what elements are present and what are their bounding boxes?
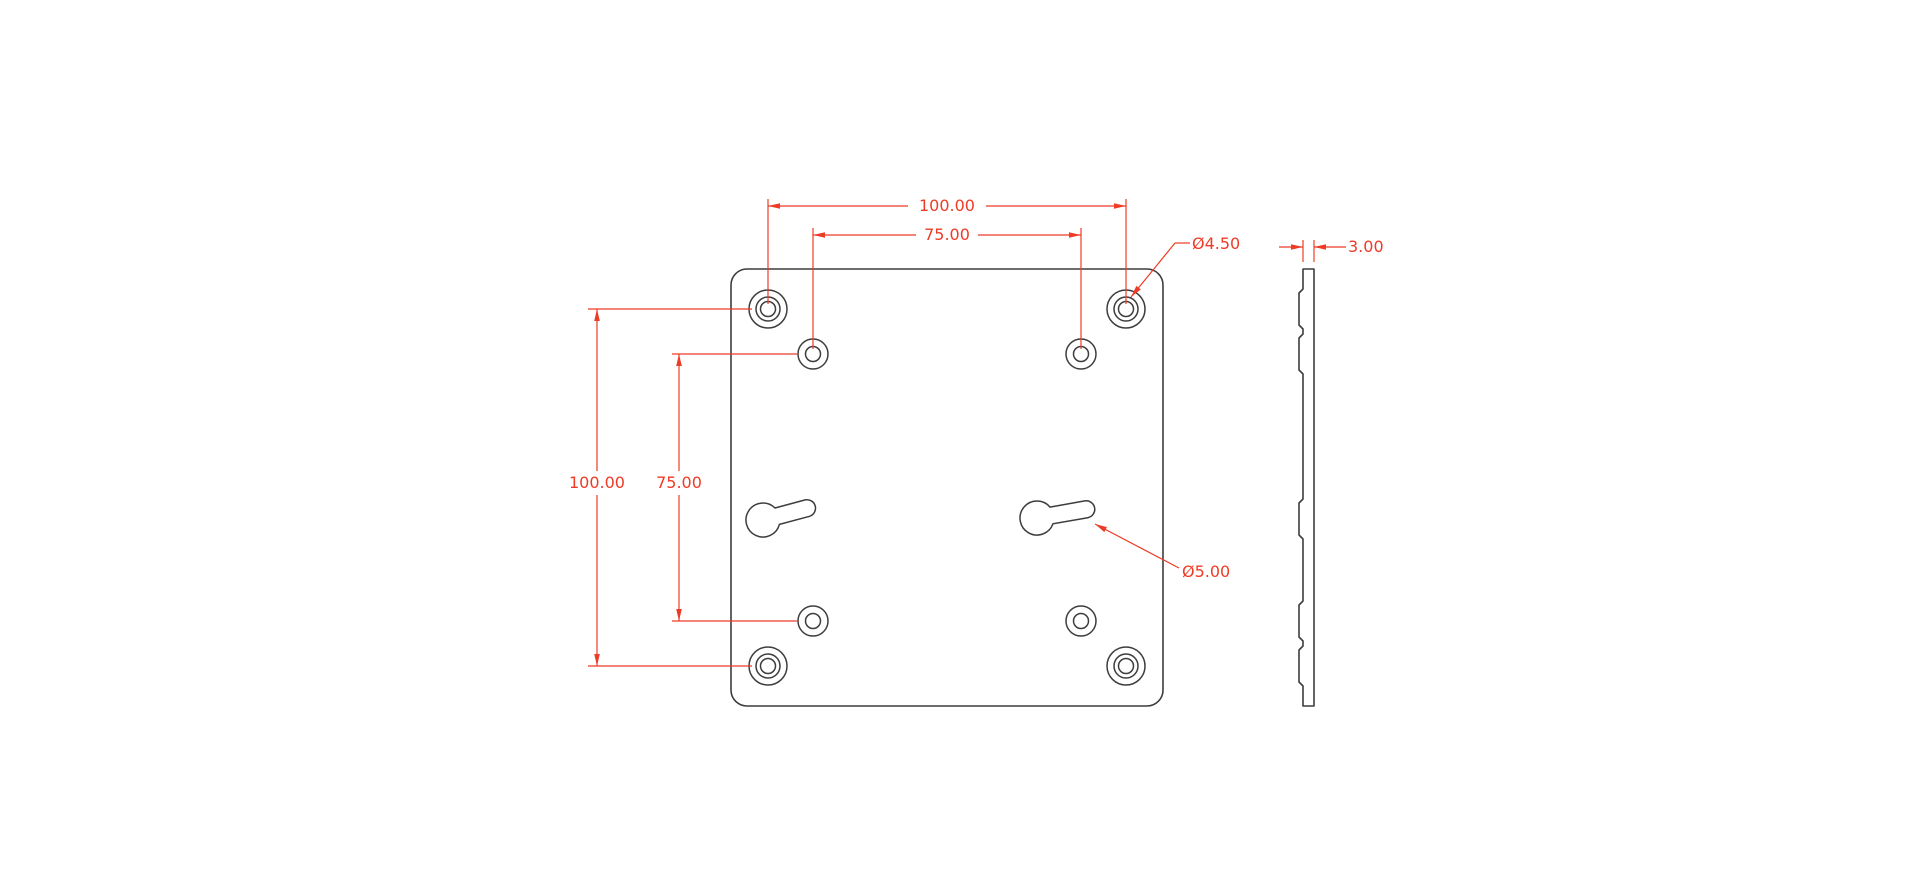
side-profile-outline [1298,268,1315,707]
dim-thickness-label: 3.00 [1348,237,1384,256]
dim-inner-width: 75.00 [813,225,1081,244]
dim-hole-diameter-label: Ø4.50 [1192,234,1240,253]
inner-hole-top-right [1065,338,1097,370]
inner-hole-bottom-left [797,605,829,637]
arrowhead [594,309,600,321]
arrowhead [1314,244,1326,250]
corner-hole-bottom-right [1106,646,1146,686]
keyhole-slot-left [745,498,817,538]
arrowhead [676,354,682,366]
plate-side-view [1298,268,1315,707]
arrowhead [676,609,682,621]
dimensions: 100.00 75.00 100.00 [569,196,1384,667]
arrowhead [1114,203,1126,209]
arrowhead [1131,285,1141,297]
dim-keyhole-diameter-label: Ø5.00 [1182,562,1230,581]
corner-hole-bottom-left [748,646,788,686]
plate-outline [730,268,1164,707]
plate-front-view [730,268,1164,707]
arrowhead [1069,232,1081,238]
corner-hole-top-left [748,289,788,329]
arrowhead [1291,244,1303,250]
keyhole-slot-right [1019,500,1096,536]
arrowhead [768,203,780,209]
inner-hole-bottom-right [1065,605,1097,637]
arrowhead [594,654,600,666]
dim-outer-width-label: 100.00 [919,196,975,215]
dim-hole-diameter: Ø4.50 [1130,234,1240,298]
dim-keyhole-diameter: Ø5.00 [1094,523,1230,581]
dim-outer-width: 100.00 [768,196,1126,215]
dim-inner-width-label: 75.00 [924,225,970,244]
dim-outer-height-label: 100.00 [569,473,625,492]
corner-hole-top-right [1106,289,1146,329]
extension-lines [588,199,1315,667]
arrowhead [1095,524,1107,533]
arrowhead [813,232,825,238]
dim-inner-height-label: 75.00 [656,473,702,492]
dim-thickness: 3.00 [1279,237,1384,256]
dim-outer-height: 100.00 [569,309,625,666]
dim-inner-height: 75.00 [656,354,702,621]
